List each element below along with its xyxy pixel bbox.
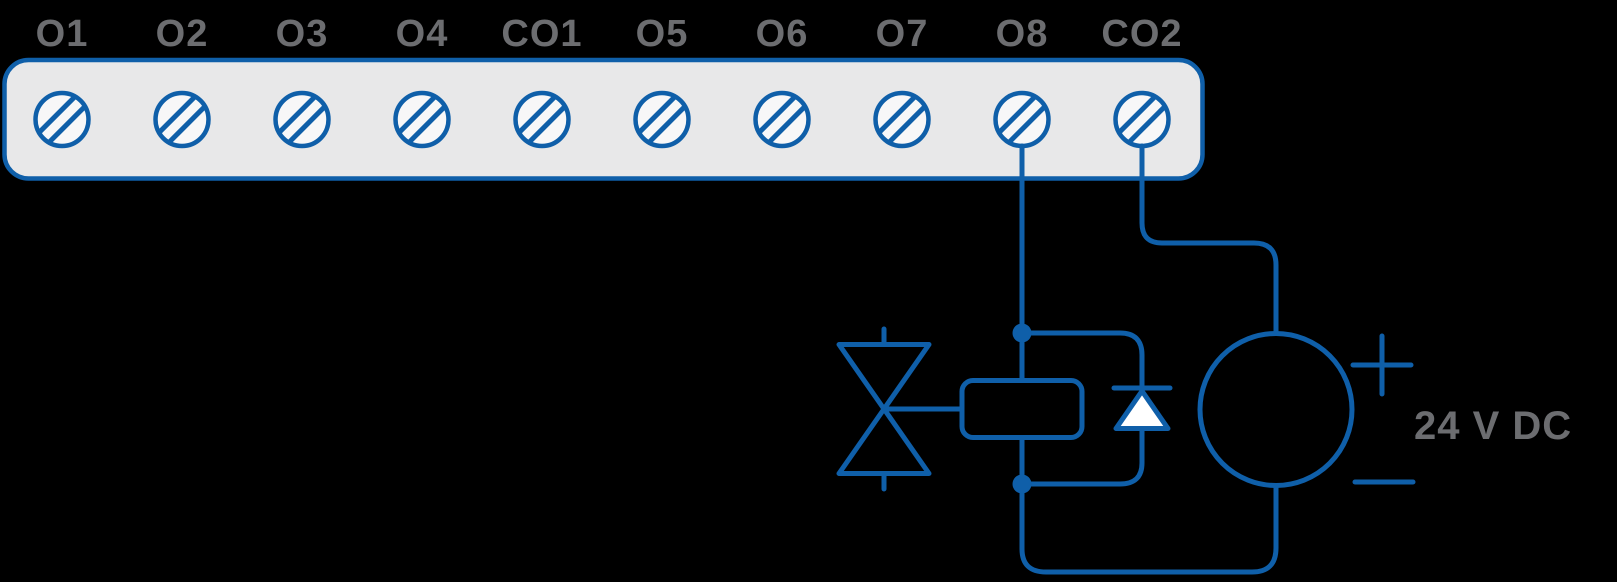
screw-head-icon bbox=[1113, 90, 1171, 149]
junction-dot-top bbox=[1012, 323, 1032, 343]
wire-diode-bottom-to-junction bbox=[1019, 426, 1145, 487]
power-source-icon bbox=[1197, 331, 1355, 488]
terminal-screw-o7 bbox=[873, 90, 931, 149]
screw-slot-icon bbox=[47, 104, 87, 145]
screw-slot-icon bbox=[527, 104, 567, 145]
screw-slot-icon bbox=[517, 94, 557, 135]
terminal-label-o5: O5 bbox=[636, 13, 689, 55]
screw-slot-icon bbox=[1117, 94, 1157, 135]
screw-slot-icon bbox=[277, 94, 317, 135]
terminal-label-co1: CO1 bbox=[501, 13, 582, 55]
terminal-screw-co2 bbox=[1113, 90, 1171, 149]
plus-icon bbox=[1350, 333, 1414, 397]
flyback-diode-icon bbox=[1113, 388, 1171, 431]
terminal-screw-o5 bbox=[633, 90, 691, 149]
screw-slot-icon bbox=[767, 104, 807, 145]
screw-head-icon bbox=[633, 90, 691, 149]
terminal-screw-co1 bbox=[513, 90, 571, 149]
junction-dot-bottom bbox=[1012, 474, 1032, 494]
solenoid-coil-icon bbox=[959, 378, 1085, 440]
wire-co2-to-power-source bbox=[1139, 143, 1279, 336]
terminal-label-co2: CO2 bbox=[1101, 13, 1182, 55]
terminal-label-o4: O4 bbox=[396, 13, 449, 55]
screw-slot-icon bbox=[637, 94, 677, 135]
screw-slot-icon bbox=[167, 104, 207, 145]
screw-head-icon bbox=[873, 90, 931, 149]
screw-slot-icon bbox=[287, 104, 327, 145]
screw-slot-icon bbox=[1007, 104, 1047, 145]
supply-voltage-label: 24 V DC bbox=[1414, 404, 1572, 448]
terminal-screw-o3 bbox=[273, 90, 331, 149]
screw-slot-icon bbox=[397, 94, 437, 135]
terminal-screw-o8 bbox=[993, 90, 1051, 149]
screw-slot-icon bbox=[877, 94, 917, 135]
screw-slot-icon bbox=[757, 94, 797, 135]
terminal-label-o1: O1 bbox=[36, 13, 89, 55]
screw-slot-icon bbox=[37, 94, 77, 135]
terminal-label-o6: O6 bbox=[756, 13, 809, 55]
screw-slot-icon bbox=[1127, 104, 1167, 145]
screw-slot-icon bbox=[407, 104, 447, 145]
terminal-screws bbox=[33, 90, 1171, 149]
wire-junction-to-diode-top bbox=[1019, 330, 1145, 391]
screw-head-icon bbox=[393, 90, 451, 149]
terminal-screw-o4 bbox=[393, 90, 451, 149]
screw-head-icon bbox=[273, 90, 331, 149]
screw-slot-icon bbox=[887, 104, 927, 145]
screw-slot-icon bbox=[997, 94, 1037, 135]
screw-head-icon bbox=[753, 90, 811, 149]
terminal-screw-o2 bbox=[153, 90, 211, 149]
terminal-label-o7: O7 bbox=[876, 13, 929, 55]
screw-head-icon bbox=[33, 90, 91, 149]
screw-head-icon bbox=[513, 90, 571, 149]
screw-slot-icon bbox=[647, 104, 687, 145]
screw-slot-icon bbox=[157, 94, 197, 135]
terminal-screw-o1 bbox=[33, 90, 91, 149]
terminal-labels: O1 O2 O3 O4 CO1 O5 O6 O7 O8 CO2 bbox=[36, 13, 1182, 55]
terminal-label-o3: O3 bbox=[276, 13, 329, 55]
screw-head-icon bbox=[153, 90, 211, 149]
terminal-strip bbox=[2, 57, 1205, 181]
terminal-screw-o6 bbox=[753, 90, 811, 149]
terminal-label-o2: O2 bbox=[156, 13, 209, 55]
screw-head-icon bbox=[993, 90, 1051, 149]
valve-icon bbox=[836, 326, 965, 492]
terminal-label-o8: O8 bbox=[996, 13, 1049, 55]
wire-return-to-power-source bbox=[1019, 435, 1279, 575]
